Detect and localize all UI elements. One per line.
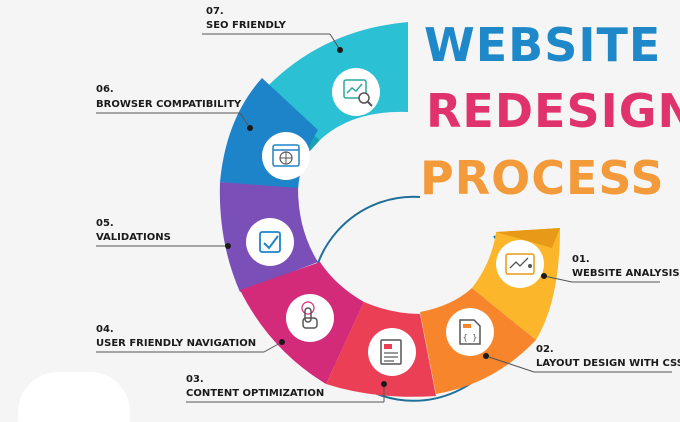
icon-circle-04 <box>286 294 334 342</box>
step-05-number: 05. <box>96 218 114 229</box>
css-file-icon: { } <box>459 319 481 345</box>
step-05-label: VALIDATIONS <box>96 232 171 243</box>
step-02-label: LAYOUT DESIGN WITH CSS <box>536 358 680 369</box>
leader-02 <box>483 353 672 373</box>
icon-circle-07 <box>332 68 380 116</box>
step-07-label: SEO FRIENDLY <box>206 20 286 31</box>
browser-globe-icon <box>272 144 300 167</box>
svg-text:{ }: { } <box>463 333 477 342</box>
leader-05 <box>96 243 231 249</box>
icon-circle-06 <box>262 132 310 180</box>
step-02-number: 02. <box>536 344 554 355</box>
document-icon <box>380 339 402 365</box>
step-06-number: 06. <box>96 84 114 95</box>
icon-circle-01 <box>496 240 544 288</box>
title-line-2: REDESIGN <box>426 84 680 138</box>
icon-circle-05 <box>246 218 294 266</box>
leader-01 <box>541 273 660 283</box>
step-06-label: BROWSER COMPATIBILITY <box>96 99 242 110</box>
step-01-label: WEBSITE ANALYSIS <box>572 268 680 279</box>
step-01-number: 01. <box>572 254 590 265</box>
icon-circle-02: { } <box>446 308 494 356</box>
process-ring: { } <box>96 22 672 403</box>
step-07-number: 07. <box>206 6 224 17</box>
icon-circle-03 <box>368 328 416 376</box>
leader-06 <box>96 112 253 131</box>
leader-03 <box>186 381 387 403</box>
step-03-label: CONTENT OPTIMIZATION <box>186 388 325 399</box>
step-04-label: USER FRIENDLY NAVIGATION <box>96 338 257 349</box>
infographic: { } <box>96 6 680 403</box>
step-03-number: 03. <box>186 374 204 385</box>
checkbox-icon <box>259 231 281 253</box>
title-line-1: WEBSITE <box>424 18 662 72</box>
title-line-3: PROCESS <box>420 151 665 205</box>
decorative-blob <box>18 372 130 422</box>
step-04-number: 04. <box>96 324 114 335</box>
analysis-dashboard-icon <box>505 253 535 275</box>
seo-magnifier-icon <box>343 79 373 107</box>
hand-pointer-icon <box>301 301 318 329</box>
leader-07 <box>202 33 343 53</box>
leader-04 <box>96 339 285 353</box>
